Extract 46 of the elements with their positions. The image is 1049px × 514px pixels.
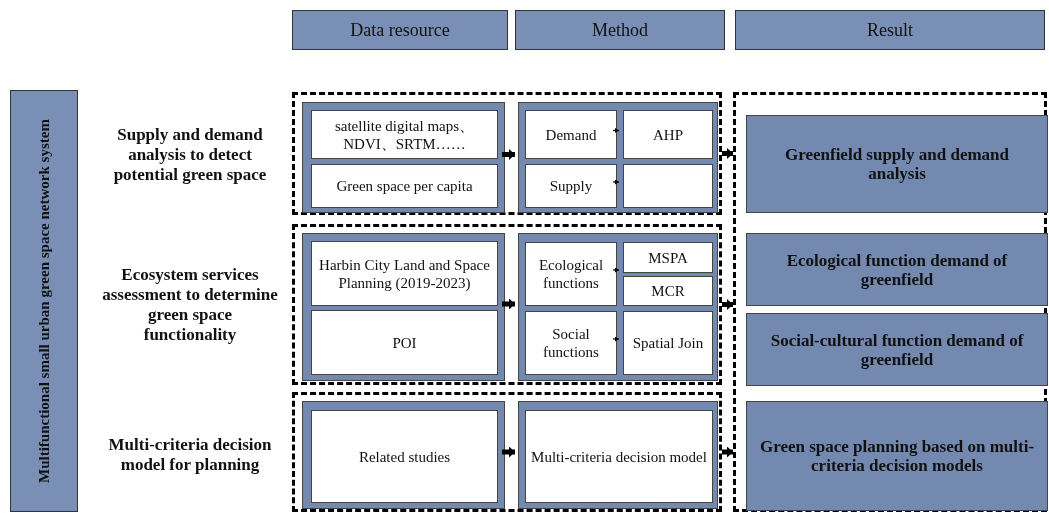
arrow: [612, 128, 620, 133]
text-box: Social functions: [525, 311, 617, 375]
arrow: [722, 148, 733, 159]
text-box: Multi-criteria decision model: [525, 410, 713, 503]
panel-frame: [302, 233, 505, 381]
arrow: [612, 336, 620, 342]
text-box: MCR: [623, 276, 713, 306]
result-box: Ecological function demand of greenfield: [746, 233, 1048, 306]
result-box: Green space planning based on multi-criteria decision models: [746, 401, 1048, 511]
panel-frame: [302, 102, 505, 213]
column-header: Result: [735, 10, 1045, 50]
text-box: MSPA: [623, 242, 713, 273]
column-header: Data resource: [292, 10, 508, 50]
dashed-group-frame: [292, 224, 722, 385]
text-box: satellite digital maps、 NDVI、SRTM……: [311, 110, 498, 159]
result-box: Social-cultural function demand of greenfield: [746, 313, 1048, 386]
panel-frame: [518, 233, 718, 381]
text-box: Ecological functions: [525, 242, 617, 306]
row-label: Multi-criteria decision model for planning: [107, 435, 273, 475]
dashed-group-frame: [292, 392, 722, 512]
arrow: [502, 446, 515, 458]
panel-frame: [518, 401, 718, 509]
arrow: [722, 446, 733, 458]
text-box: Green space per capita: [311, 164, 498, 208]
row-label: Ecosystem services assessment to determine green space functionality: [101, 265, 279, 345]
column-header: Method: [515, 10, 725, 50]
arrow: [502, 149, 515, 160]
text-box: Harbin City Land and Space Planning (2019-2023): [311, 241, 498, 306]
text-box: Spatial Join: [623, 311, 713, 375]
text-box: Demand: [525, 110, 617, 159]
panel-frame: [302, 401, 505, 509]
text-box: POI: [311, 310, 498, 375]
text-box: Supply: [525, 164, 617, 208]
panel-frame: [518, 102, 718, 213]
arrow: [612, 179, 620, 185]
text-box: [623, 164, 713, 208]
result-box: Greenfield supply and demand analysis: [746, 115, 1048, 213]
dashed-group-frame: [292, 92, 722, 215]
text-box: Related studies: [311, 410, 498, 503]
system-band: Multifunctional small urban green space network system: [10, 90, 78, 512]
arrow: [612, 267, 620, 273]
arrow: [722, 299, 733, 310]
text-box: AHP: [623, 110, 713, 159]
arrow: [502, 298, 515, 310]
row-label: Supply and demand analysis to detect potential green space: [112, 125, 268, 185]
dashed-group-frame: [733, 92, 1047, 512]
